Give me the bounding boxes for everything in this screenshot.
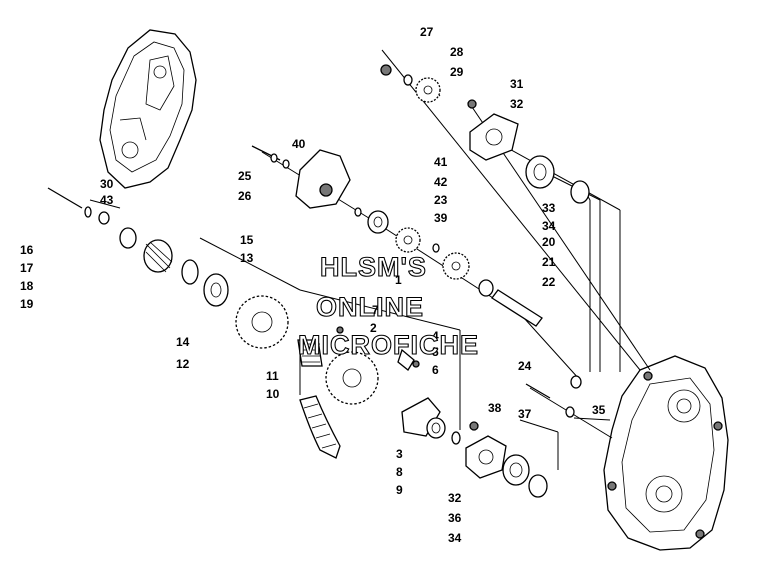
callout-13: 13	[240, 251, 254, 265]
sprocket-20	[442, 252, 470, 280]
callout-25: 25	[238, 169, 252, 183]
callout-26: 26	[238, 189, 252, 203]
snap-ring-34b	[528, 474, 548, 498]
callout-43: 43	[100, 193, 114, 207]
callout-41: 41	[434, 155, 448, 169]
bearing-36	[502, 454, 530, 486]
snap-ring-15	[181, 259, 199, 285]
callout-39: 39	[434, 211, 448, 225]
callout-38: 38	[488, 401, 502, 415]
callout-18: 18	[20, 279, 34, 293]
callout-34b: 34	[448, 531, 462, 545]
callout-16: 16	[20, 243, 34, 257]
callout-37: 37	[518, 407, 532, 421]
callout-30: 30	[100, 177, 114, 191]
chaincase-housing	[603, 355, 729, 551]
washer-40	[270, 153, 278, 163]
spacer-42	[367, 210, 389, 234]
sprocket-1	[325, 351, 379, 405]
callout-4: 4	[432, 329, 439, 343]
callout-27: 27	[420, 25, 434, 39]
sprocket-12	[235, 295, 289, 349]
callout-40: 40	[292, 137, 306, 151]
washer-43	[98, 211, 110, 225]
callout-22: 22	[542, 275, 556, 289]
callout-28: 28	[450, 45, 464, 59]
washer-9	[451, 431, 461, 445]
sprocket-29	[415, 77, 441, 103]
callout-21: 21	[542, 255, 556, 269]
watermark: HLSM'S ONLINE MICROFICHE	[297, 251, 479, 360]
shaft-22	[491, 289, 543, 327]
callout-15: 15	[240, 233, 254, 247]
callout-17: 17	[20, 261, 34, 275]
bearing-21	[478, 279, 494, 297]
washer-39	[432, 243, 440, 253]
bolt-16	[47, 187, 83, 209]
callout-14: 14	[176, 335, 190, 349]
callout-11: 11	[266, 369, 279, 383]
callout-36: 36	[448, 511, 462, 525]
callout-7: 7	[372, 303, 379, 317]
callout-1: 1	[395, 273, 402, 287]
callout-32: 32	[510, 97, 524, 111]
callout-5: 5	[432, 345, 439, 359]
cap-18	[119, 227, 137, 249]
bearing-8	[426, 417, 446, 439]
bolt-2	[336, 326, 344, 334]
bearing-33	[525, 155, 555, 189]
callout-32b: 32	[448, 491, 462, 505]
callout-31: 31	[510, 77, 524, 91]
callout-19: 19	[20, 297, 34, 311]
chaincase-cover	[99, 29, 197, 189]
washer-35	[565, 406, 575, 418]
callout-23: 23	[434, 193, 448, 207]
nut-31	[467, 99, 477, 109]
mount-bracket	[295, 149, 351, 209]
washer-28	[403, 74, 413, 86]
callout-24: 24	[518, 359, 532, 373]
nut-5	[412, 360, 420, 368]
callout-labels: 27 28 29 31 32 40 25 26 41 42 23 39 30 4…	[20, 25, 606, 545]
parts	[47, 64, 590, 498]
washer-41	[354, 207, 362, 217]
bearing-flange-32b	[465, 435, 507, 479]
callout-34a: 34	[542, 219, 556, 233]
spline-hub-11	[297, 339, 323, 367]
watermark-line-2: ONLINE	[316, 292, 424, 322]
snap-ring-34	[570, 180, 590, 204]
pin-37	[525, 383, 551, 399]
watermark-line-3: MICROFICHE	[298, 330, 479, 360]
lockwasher-17	[84, 206, 92, 218]
callout-29: 29	[450, 65, 464, 79]
callout-20: 20	[542, 235, 556, 249]
bearing-13	[203, 273, 229, 307]
callout-12: 12	[176, 357, 190, 371]
callout-8: 8	[396, 465, 403, 479]
nut-27	[380, 64, 392, 76]
callout-9: 9	[396, 483, 403, 497]
callout-6: 6	[432, 363, 439, 377]
cap-24	[570, 375, 582, 389]
watermark-line-1: HLSM'S	[320, 252, 427, 282]
sprocket-23	[395, 227, 421, 253]
callout-2: 2	[370, 321, 377, 335]
spring-19	[143, 239, 173, 273]
callout-3: 3	[396, 447, 403, 461]
callout-10: 10	[266, 387, 280, 401]
chain-10	[299, 395, 341, 459]
callout-35: 35	[592, 403, 606, 417]
nut-38	[469, 421, 479, 431]
callout-33: 33	[542, 201, 556, 215]
tensioner-4	[397, 348, 415, 371]
bearing-flange-32	[469, 113, 519, 161]
callout-42: 42	[434, 175, 448, 189]
